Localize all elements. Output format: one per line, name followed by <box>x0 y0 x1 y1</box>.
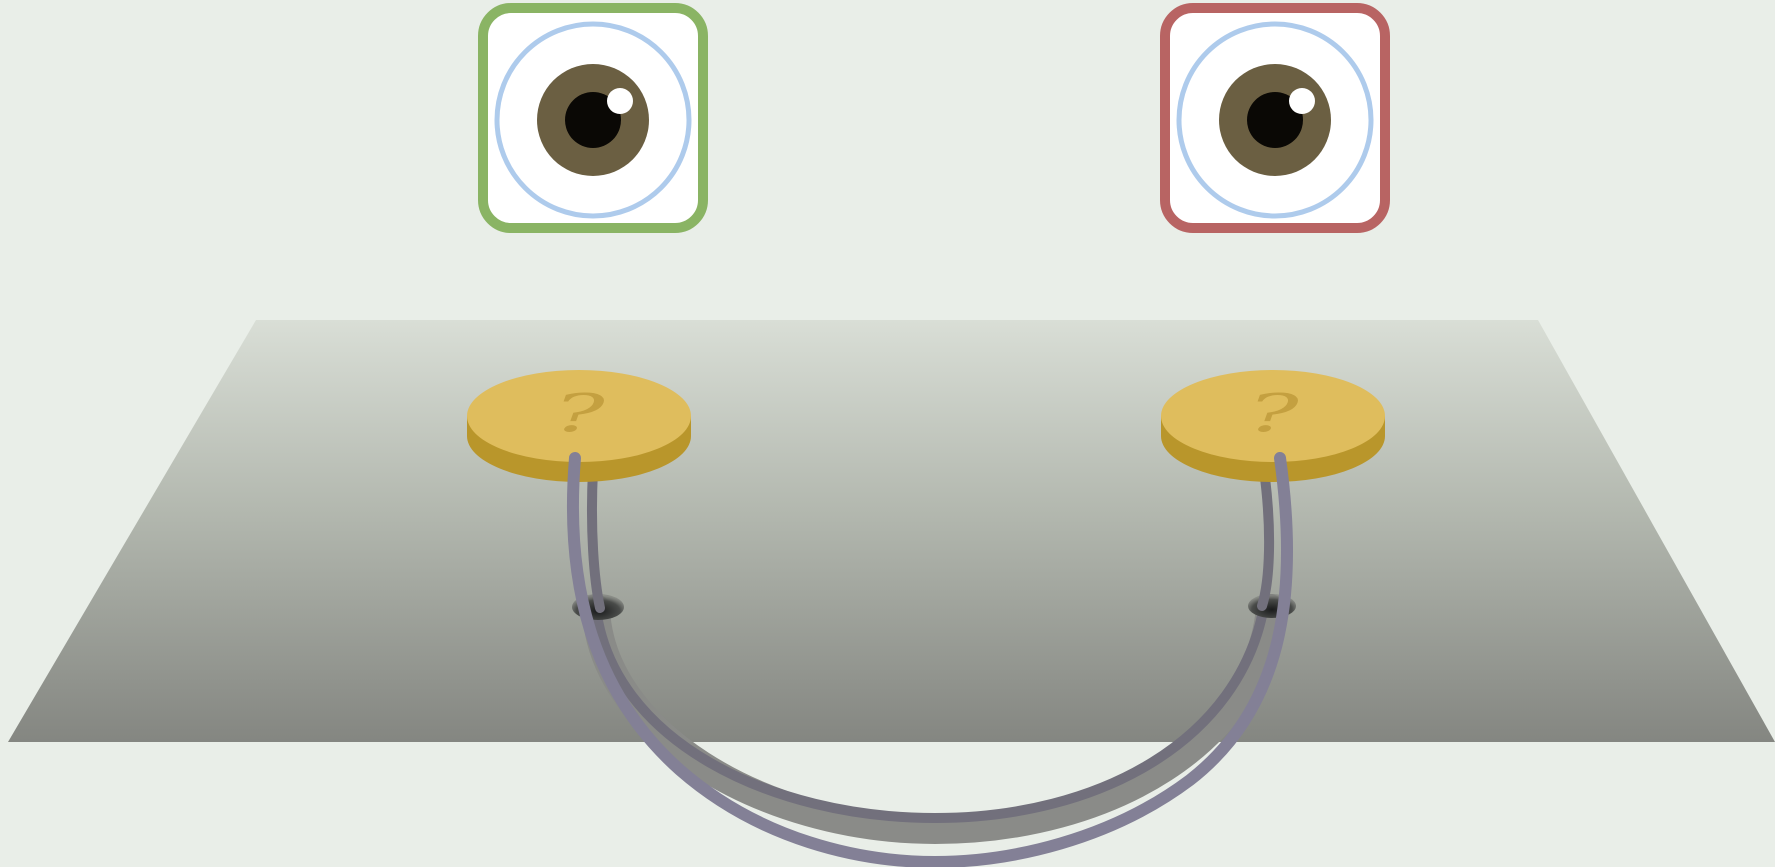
coin-right-symbol: ? <box>1247 383 1299 444</box>
observer-left-highlight <box>607 88 633 114</box>
coin-right: ? <box>1161 370 1385 482</box>
observer-left-eye <box>483 8 703 228</box>
table-surface <box>8 320 1775 742</box>
coin-left-symbol: ? <box>553 383 605 444</box>
observer-right-highlight <box>1289 88 1315 114</box>
observer-right-eye <box>1165 8 1385 228</box>
observers-group <box>483 8 1385 228</box>
